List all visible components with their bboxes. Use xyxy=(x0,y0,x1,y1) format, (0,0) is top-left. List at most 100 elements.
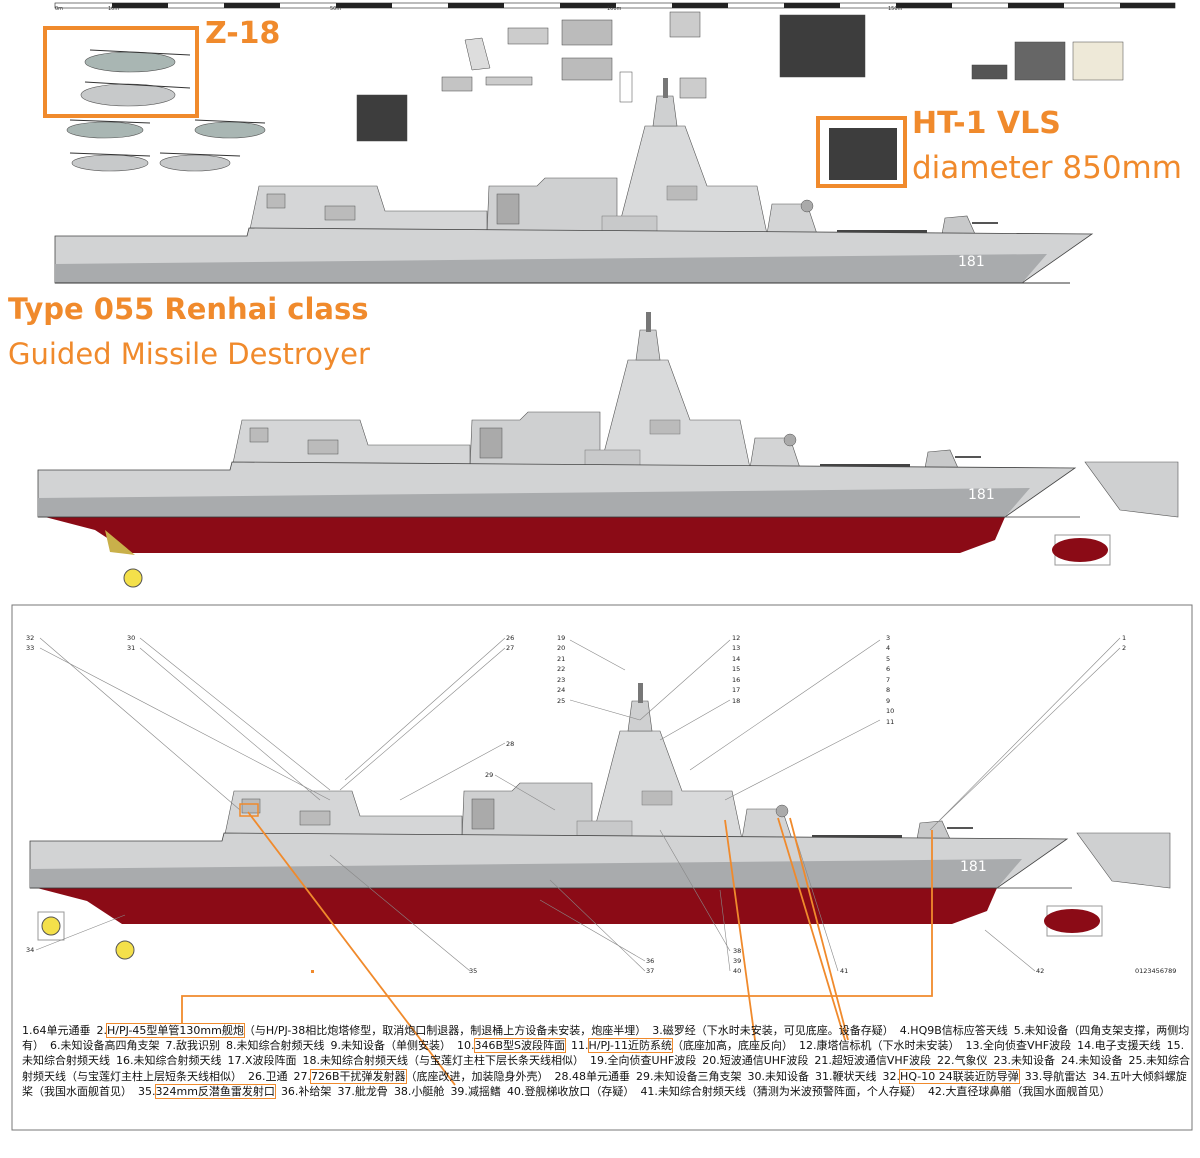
callout-number: 2 xyxy=(1122,644,1127,652)
legend-number: 7. xyxy=(165,1039,177,1053)
callout-number: 16 xyxy=(732,676,741,684)
legend-note: （底座加高，底座反向） xyxy=(671,1039,793,1053)
legend-label: 未知综合射频天线 xyxy=(133,1054,222,1068)
callout-number: 22 xyxy=(557,665,566,673)
vls-note: diameter 850mm xyxy=(912,150,1182,186)
legend-number: 30. xyxy=(747,1069,766,1083)
scale-digits: 0123456789 xyxy=(1135,967,1177,975)
legend-number: 26. xyxy=(248,1069,266,1083)
legend-number: 10. xyxy=(457,1039,475,1053)
vls-label: HT-1 VLS xyxy=(912,106,1061,141)
legend-label: 全向侦查UHF波段 xyxy=(607,1054,697,1068)
legend-note: （我国水面舰首见） xyxy=(33,1084,132,1098)
legend-item: 19.全向侦查UHF波段 xyxy=(590,1054,696,1067)
legend-item: 13.全向侦查VHF波段 xyxy=(965,1039,1071,1052)
legend-label: 未知设备 xyxy=(1024,1024,1069,1037)
callout-number: 8 xyxy=(886,686,891,694)
legend-label: 未知设备 xyxy=(1078,1054,1123,1068)
legend-number: 4. xyxy=(899,1024,911,1037)
legend-item: 35.324mm反潜鱼雷发射口 xyxy=(138,1083,276,1099)
legend-item: 1.64单元通垂 xyxy=(22,1024,91,1037)
legend-label: 减摇鳍 xyxy=(467,1084,501,1098)
legend-item: 36.补给架 xyxy=(281,1085,332,1098)
callout-number: 13 xyxy=(732,644,741,652)
callout-number: 6 xyxy=(886,665,891,673)
legend-number: 2. xyxy=(96,1024,108,1037)
legend-label: 全向侦查VHF波段 xyxy=(982,1039,1072,1053)
legend-number: 6. xyxy=(50,1039,61,1053)
legend-item: 9.未知设备（单侧安装） xyxy=(331,1039,452,1052)
hull-number: 181 xyxy=(958,254,985,270)
legend-label: 磁罗经 xyxy=(662,1024,696,1037)
legend-item: 41.未知综合射频天线（猜测为米波预警阵面，个人存疑） xyxy=(640,1085,922,1098)
ruler-label: 10m xyxy=(108,6,120,12)
callout-number: 28 xyxy=(506,740,515,748)
legend-number: 42. xyxy=(927,1084,946,1098)
callout-number: 3 xyxy=(886,634,891,642)
legend-number: 13. xyxy=(965,1039,983,1053)
legend-label: 未知综合射频天线 xyxy=(22,1054,1190,1083)
legend-number: 16. xyxy=(116,1054,134,1068)
legend-number: 11. xyxy=(571,1039,589,1053)
legend-number: 28. xyxy=(554,1069,573,1083)
callout-number: 5 xyxy=(886,655,891,663)
callout-number: 36 xyxy=(646,957,655,965)
legend-item: 32.HQ-10 24联装近防导弹 xyxy=(882,1068,1020,1084)
legend-item: 8.未知综合射频天线 xyxy=(226,1039,325,1052)
helicopter-drawings xyxy=(66,49,266,172)
legend-label: 726B干扰弹发射器 xyxy=(310,1068,407,1084)
callout-number: 31 xyxy=(127,644,136,652)
legend-item: 37.舭龙骨 xyxy=(337,1085,388,1098)
callout-number: 32 xyxy=(26,634,35,642)
legend-label: 324mm反潜鱼雷发射口 xyxy=(154,1083,276,1099)
legend-item: 39.减摇鳍 xyxy=(450,1085,501,1098)
callout-number: 29 xyxy=(485,771,494,779)
legend-item: 6.未知设备高四角支架 xyxy=(50,1039,160,1052)
legend-note: （与H/PJ-38相比炮塔修型，取消炮口制退器，制退桶上方设备未安装，炮座半埋） xyxy=(243,1024,647,1037)
ruler-label: 50m xyxy=(330,6,342,12)
legend-label: 未知设备高四角支架 xyxy=(60,1039,160,1053)
legend-number: 1. xyxy=(22,1024,33,1037)
legend-item: 31.鞭状天线 xyxy=(815,1070,877,1083)
legend-item: 34.五叶大倾斜螺旋桨（我国水面舰首见） xyxy=(22,1070,1187,1098)
legend-number: 23. xyxy=(993,1054,1011,1068)
legend-label: X波段阵面 xyxy=(245,1054,297,1068)
callout-number: 34 xyxy=(26,946,35,954)
legend-item: 3.磁罗经（下水时未安装，可见底座。设备存疑） xyxy=(652,1024,894,1037)
legend-number: 17. xyxy=(227,1054,246,1068)
legend-item: 10.346B型S波段阵面 xyxy=(457,1038,567,1054)
legend-note: （猜测为米波预警阵面，个人存疑） xyxy=(745,1084,922,1098)
legend-number: 31. xyxy=(815,1069,833,1083)
callout-frame xyxy=(11,604,1193,1131)
legend-number: 20. xyxy=(702,1054,720,1068)
legend-item: 5.未知设备（四角支架支撑，两侧均有） xyxy=(22,1024,1189,1052)
legend-item: 33.导航雷达 xyxy=(1025,1070,1087,1083)
legend-item: 42.大直径球鼻艏（我国水面舰首见） xyxy=(928,1085,1111,1098)
legend-label: 未知综合射频天线 xyxy=(320,1054,409,1068)
legend-label: 未知设备三角支架 xyxy=(653,1069,742,1083)
legend-label: HQ-10 24联装近防导弹 xyxy=(899,1068,1020,1084)
callout-number: 37 xyxy=(646,967,655,975)
callout-number: 33 xyxy=(26,644,35,652)
legend-number: 40. xyxy=(506,1084,525,1098)
legend-item: 28.48单元通垂 xyxy=(555,1070,631,1083)
legend-note: （我国水面舰首见） xyxy=(1011,1084,1111,1098)
legend-label: 鞭状天线 xyxy=(832,1069,877,1083)
legend-label: H/PJ-11近防系统 xyxy=(587,1038,673,1054)
legend-label: 大直径球鼻艏 xyxy=(945,1084,1012,1098)
legend-label: 64单元通垂 xyxy=(32,1024,91,1037)
vls-highlight-box xyxy=(816,116,907,188)
legend-item: 21.超短波通信VHF波段 xyxy=(814,1054,931,1067)
callout-number: 25 xyxy=(557,697,566,705)
legend-number: 24. xyxy=(1060,1054,1079,1068)
ht1-vls-drawing xyxy=(829,128,897,180)
legend-number: 32. xyxy=(882,1069,901,1083)
legend-label: 未知设备 xyxy=(341,1039,385,1053)
helicopter-label: Z-18 xyxy=(205,16,281,51)
legend-item: 38.小艇舱 xyxy=(394,1085,445,1098)
callout-number: 17 xyxy=(732,686,741,694)
legend-number: 22. xyxy=(936,1054,955,1068)
legend-item: 30.未知设备 xyxy=(748,1070,810,1083)
callout-number: 7 xyxy=(886,676,891,684)
